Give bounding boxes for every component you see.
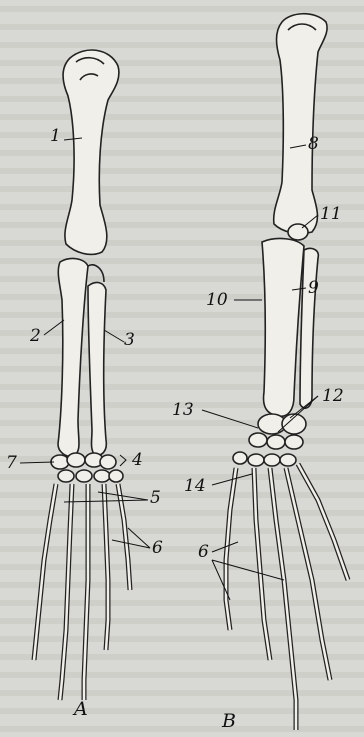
label-a-4: 4 — [132, 452, 143, 469]
label-a-2: 2 — [30, 328, 41, 345]
label-b-11: 11 — [320, 206, 342, 223]
label-a-3: 3 — [124, 332, 135, 349]
label-b-6: 6 — [198, 544, 209, 561]
label-b-10: 10 — [206, 292, 228, 309]
label-b-12: 12 — [322, 388, 344, 405]
label-b-13: 13 — [172, 402, 194, 419]
label-b-14: 14 — [184, 478, 206, 495]
label-a-5: 5 — [150, 490, 161, 507]
panel-label-b: B — [222, 712, 236, 731]
label-a-6: 6 — [152, 540, 163, 557]
label-a-7: 7 — [6, 455, 17, 472]
label-b-9: 9 — [308, 280, 319, 297]
panel-label-a: A — [74, 700, 88, 719]
patella-bone — [288, 224, 308, 240]
label-a-1: 1 — [50, 128, 61, 145]
label-b-8: 8 — [308, 136, 319, 153]
